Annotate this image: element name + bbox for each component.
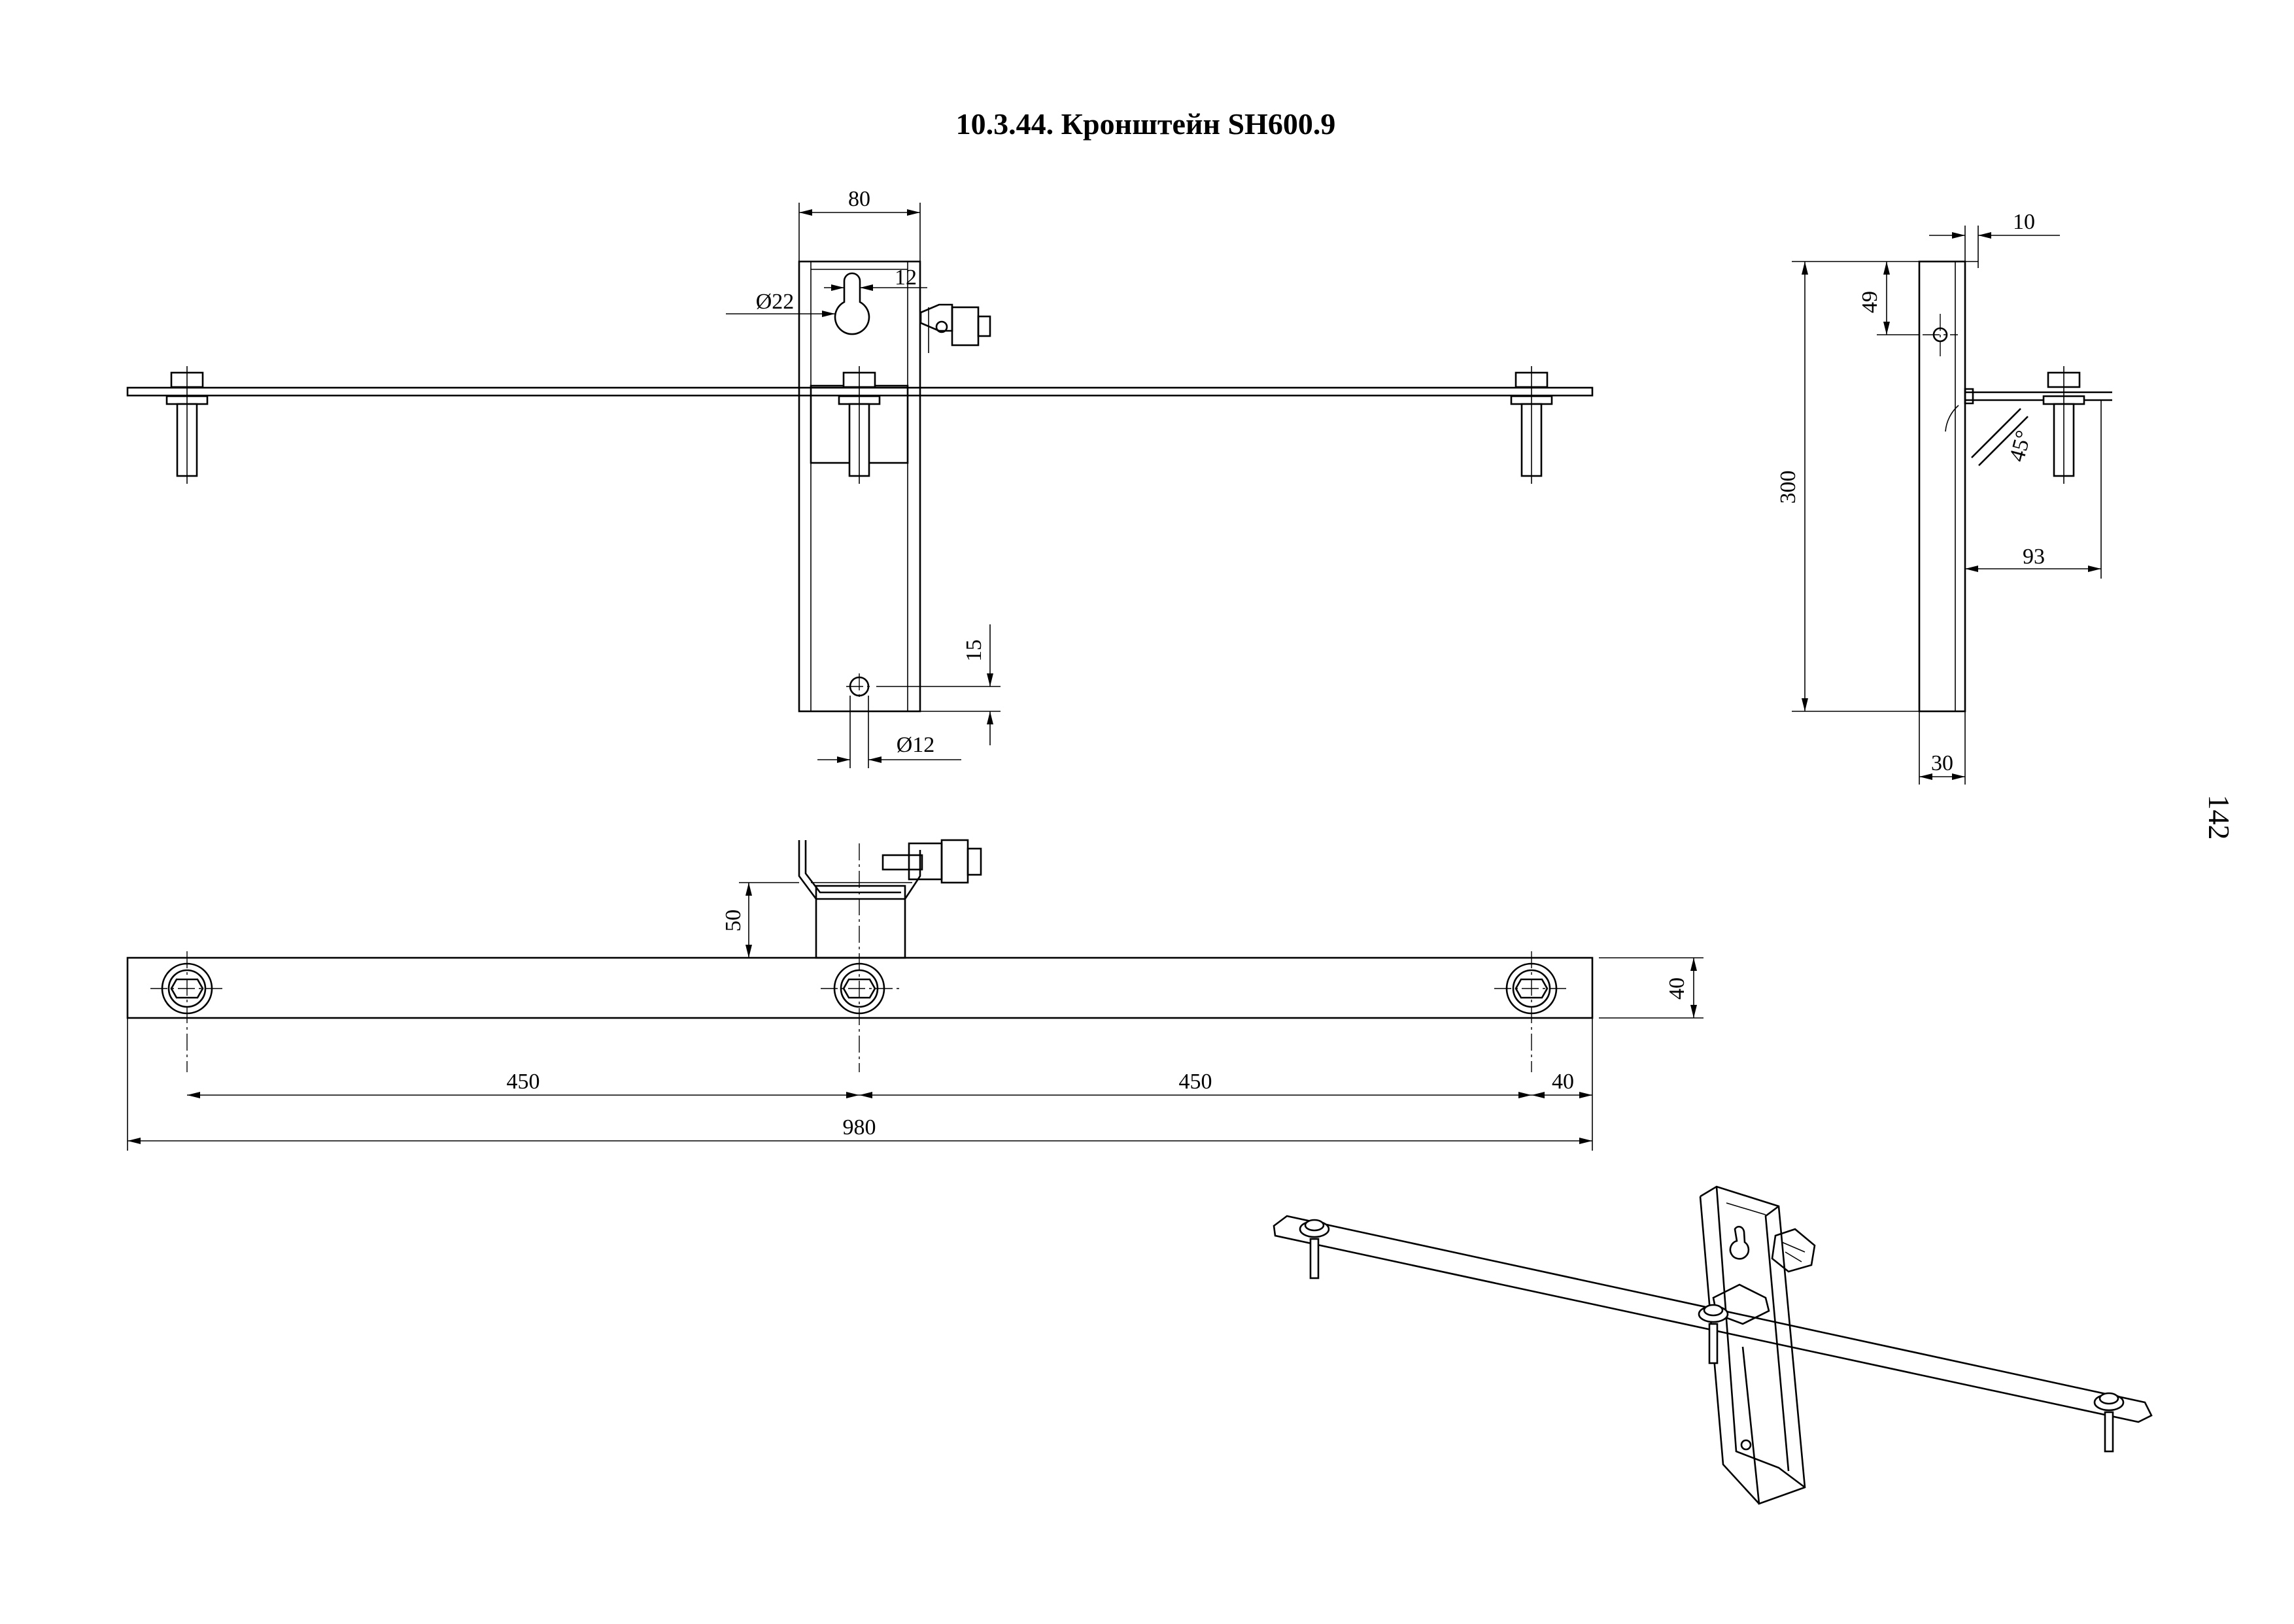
front-view: 80 12 Ø22 15 Ø12 bbox=[126, 187, 1594, 768]
iso-bolt-center bbox=[1698, 1304, 1729, 1364]
bolt-center bbox=[838, 366, 881, 484]
top-view: 50 40 450 450 40 980 bbox=[126, 839, 1703, 1151]
dim-12-slot: 12 bbox=[895, 265, 917, 290]
top-bar bbox=[126, 956, 1594, 1019]
top-clip bbox=[882, 839, 982, 884]
front-channel bbox=[798, 260, 921, 713]
side-bolt bbox=[2042, 366, 2085, 484]
dim-80: 80 bbox=[848, 187, 870, 211]
dim-980: 980 bbox=[843, 1115, 876, 1140]
dim-450-left: 450 bbox=[507, 1070, 540, 1094]
side-view: 10 49 300 45° 93 30 bbox=[1776, 210, 2112, 785]
front-bar bbox=[126, 386, 1594, 397]
dim-300: 300 bbox=[1776, 471, 1800, 504]
dim-40-end: 40 bbox=[1552, 1070, 1574, 1094]
top-bracket bbox=[815, 885, 906, 959]
dim-93: 93 bbox=[2023, 545, 2045, 569]
iso-bolt-right bbox=[2093, 1392, 2125, 1453]
bolt-right bbox=[1510, 366, 1553, 484]
dim-50: 50 bbox=[721, 909, 745, 932]
isometric-view bbox=[1273, 1185, 2153, 1505]
keyhole-slot bbox=[834, 272, 870, 335]
dim-15: 15 bbox=[962, 639, 986, 662]
bolt-left bbox=[165, 366, 209, 484]
page-number: 142 bbox=[2202, 795, 2236, 840]
dim-45-deg: 45° bbox=[2005, 428, 2036, 465]
dim-diameter-12: Ø12 bbox=[897, 733, 935, 757]
dim-30: 30 bbox=[1931, 751, 1953, 775]
iso-bolt-left bbox=[1299, 1219, 1330, 1279]
side-clip bbox=[919, 303, 991, 353]
dim-450-right: 450 bbox=[1179, 1070, 1212, 1094]
dim-49: 49 bbox=[1858, 291, 1882, 313]
side-channel bbox=[1918, 260, 1966, 713]
drawing-title: 10.3.44. Кронштейн SH600.9 bbox=[956, 107, 1336, 141]
dim-10: 10 bbox=[2013, 210, 2035, 234]
dim-40-width: 40 bbox=[1665, 977, 1689, 1000]
dim-diameter-22: Ø22 bbox=[756, 290, 795, 314]
